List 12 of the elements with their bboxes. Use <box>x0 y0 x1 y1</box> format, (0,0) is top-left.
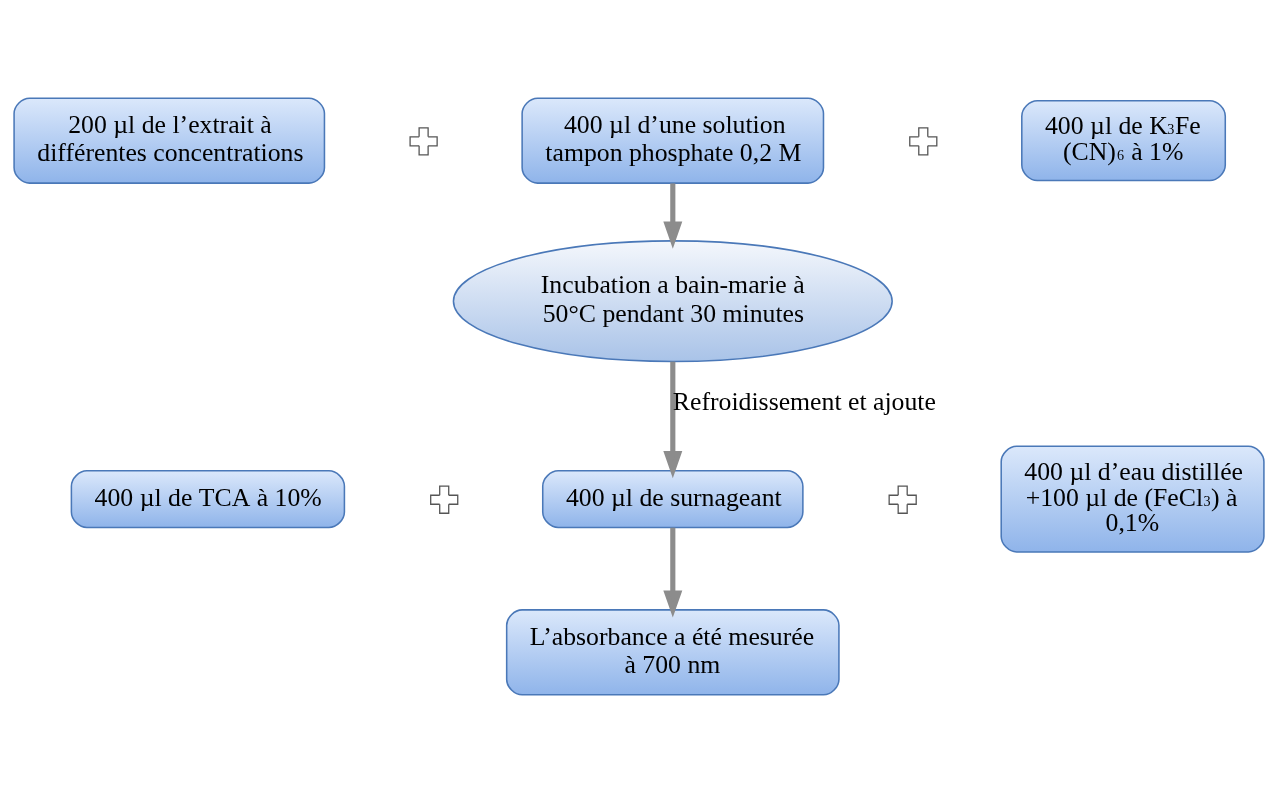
node-box: 400 µl d’une solution tampon phosphate 0,2 M <box>521 96 825 184</box>
node-box: 400 µl de TCA à 10% <box>70 469 346 528</box>
arrow <box>663 182 683 249</box>
edge-label: Refroidissement et ajoute <box>672 386 936 416</box>
node-box: 400 µl de K3Fe (CN)6 à 1% <box>1021 99 1227 181</box>
node-box: 400 µl de surnageant <box>541 469 804 528</box>
node-box: L’absorbance a été mesurée à 700 nm <box>505 608 840 696</box>
arrow <box>663 361 683 478</box>
node-box: 400 µl d’eau distillée +100 µl de (FeCl3) à 0,1% <box>1000 445 1265 553</box>
arrow <box>663 527 683 618</box>
node-box: 200 µl de l’extrait à différentes concentrations <box>13 96 326 184</box>
node-ellipse: Incubation a bain-marie à 50°C pendant 30 minutes <box>452 239 893 362</box>
